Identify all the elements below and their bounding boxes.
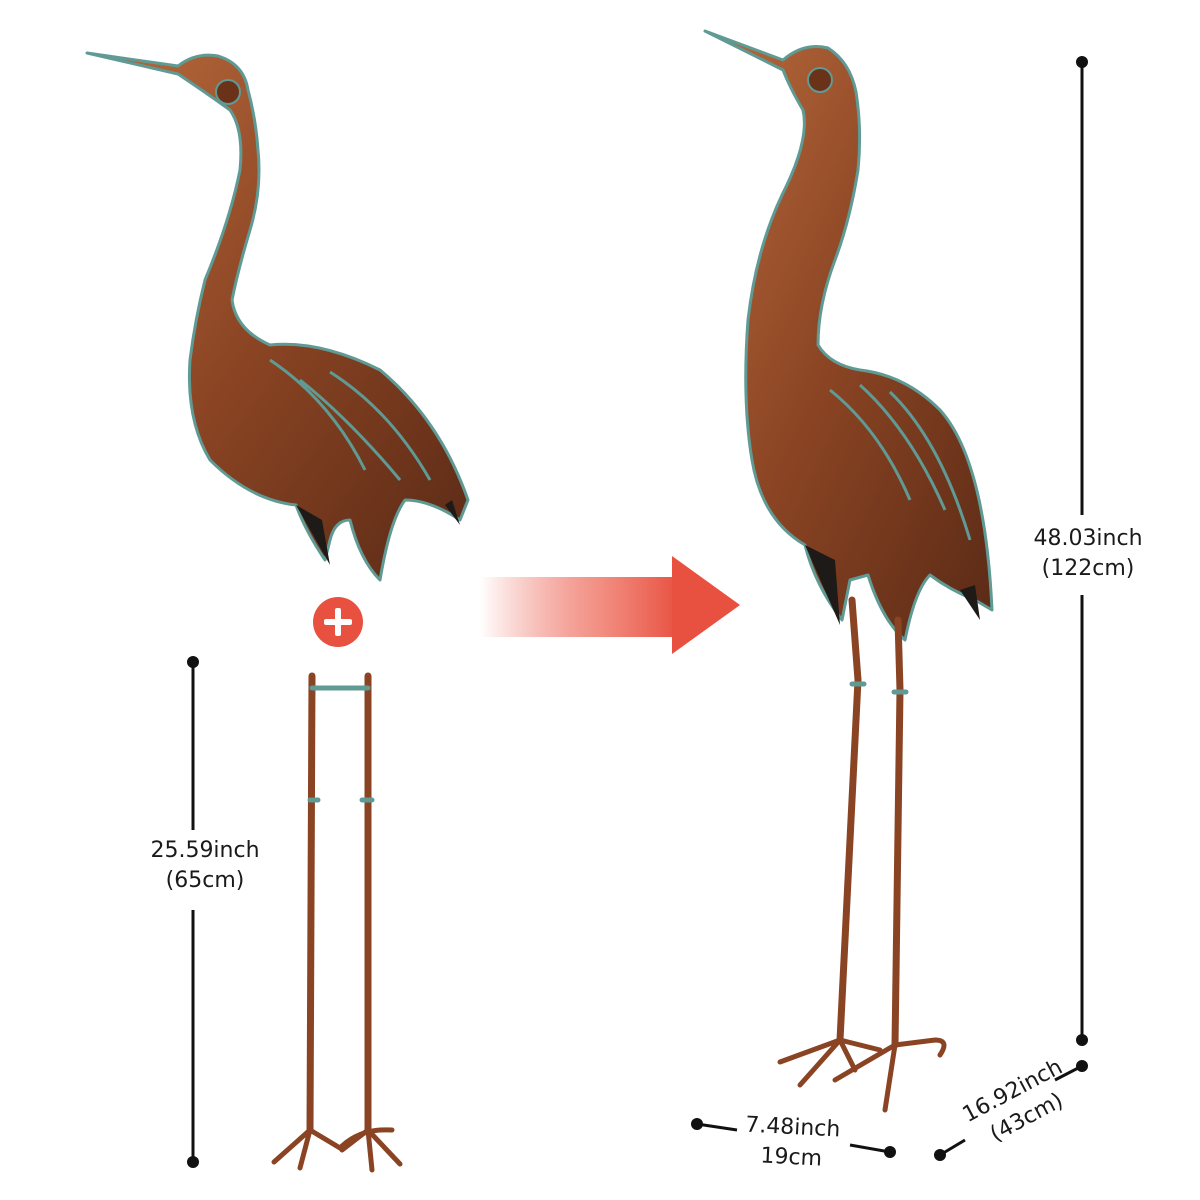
dimension-endpoints: [187, 56, 1088, 1168]
crane-legs-part: [271, 672, 403, 1173]
crane-assembled: [703, 29, 994, 1113]
crane-body-part: [85, 51, 470, 582]
width-label: 7.48inch 19cm: [721, 1109, 864, 1176]
right-arrow-icon: [480, 556, 740, 654]
body-height-inch: 25.59inch: [150, 838, 260, 863]
total-height-label: 48.03inch (122cm): [1018, 524, 1158, 584]
plus-icon: [313, 597, 363, 647]
body-height-label: 25.59inch (65cm): [135, 836, 275, 896]
total-height-cm: (122cm): [1041, 556, 1135, 581]
body-height-cm: (65cm): [165, 868, 245, 893]
total-height-inch: 48.03inch: [1033, 526, 1143, 551]
